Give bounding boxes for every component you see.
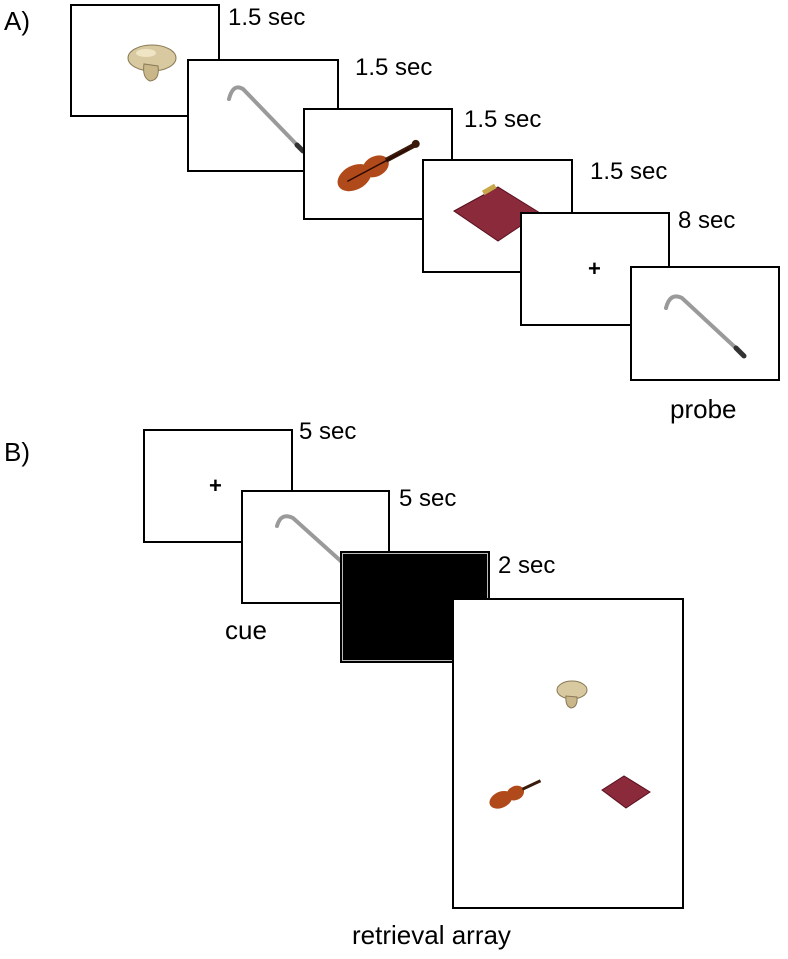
cane-image: [227, 85, 306, 154]
duration-label-2: 1.5 sec: [355, 54, 433, 81]
mushroom-image: [556, 680, 588, 709]
fixation-cross: +: [209, 473, 222, 498]
retrieval-array-items: [489, 680, 651, 809]
panel-b-label: B): [4, 437, 30, 467]
duration-label-b3: 2 sec: [498, 552, 556, 579]
duration-label-b1: 5 sec: [299, 418, 357, 445]
violin-image: [337, 139, 420, 192]
duration-label-4: 1.5 sec: [590, 158, 668, 185]
duration-label-5: 8 sec: [678, 207, 736, 234]
fixation-cross: +: [588, 256, 601, 281]
cane-image: [275, 514, 355, 574]
probe-frame: [630, 266, 780, 381]
probe-caption: probe: [670, 394, 737, 424]
duration-label-b2: 5 sec: [399, 485, 457, 512]
mushroom-image: [127, 44, 177, 82]
duration-label-1: 1.5 sec: [228, 4, 306, 31]
retrieval-array-caption: retrieval array: [352, 920, 511, 950]
cue-caption: cue: [225, 615, 267, 645]
cane-image: [664, 294, 747, 359]
retrieval-array-frame: [452, 598, 684, 909]
violin-image: [489, 779, 542, 809]
clipboard-image: [601, 775, 651, 809]
panel-a-label: A): [4, 6, 30, 36]
duration-label-3: 1.5 sec: [464, 106, 542, 133]
